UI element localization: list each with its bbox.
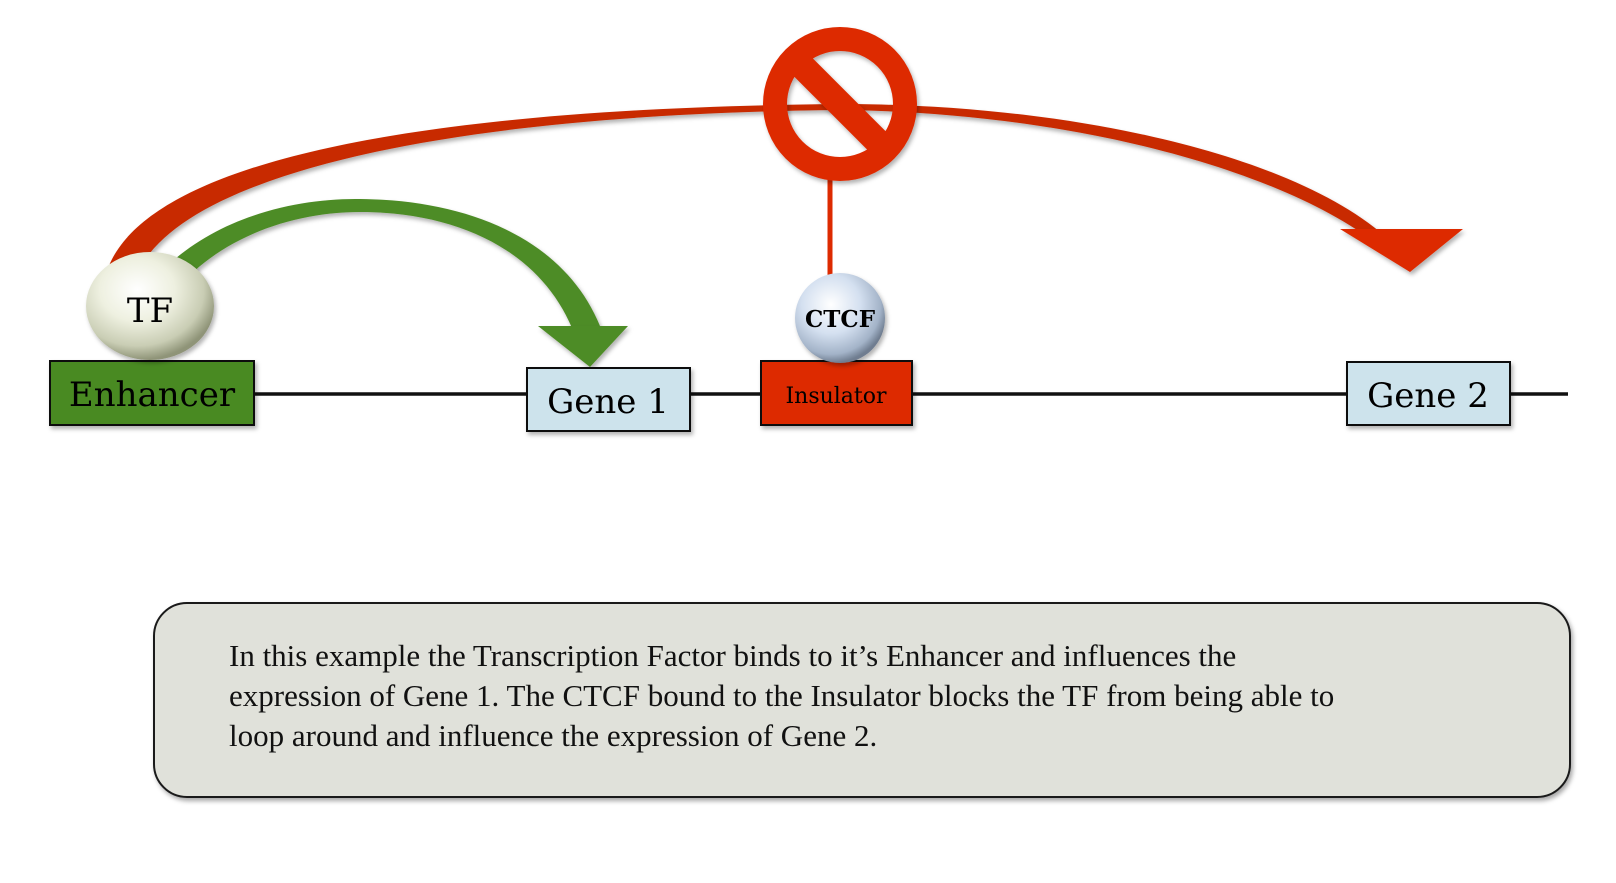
prohibition-icon xyxy=(763,27,917,181)
tf-label: TF xyxy=(127,291,173,331)
insulator-element: Insulator xyxy=(760,360,913,426)
caption-line: loop around and influence the expression… xyxy=(229,718,878,753)
blocked-arrow-to-gene2 xyxy=(108,104,1380,268)
caption-text: In this example the Transcription Factor… xyxy=(229,636,1549,756)
caption-line: expression of Gene 1. The CTCF bound to … xyxy=(229,678,1335,713)
caption-line: In this example the Transcription Factor… xyxy=(229,638,1237,673)
active-arrowhead xyxy=(538,326,628,367)
gene1-element: Gene 1 xyxy=(526,367,691,432)
active-arrow-to-gene1 xyxy=(165,198,600,328)
enhancer-label: Enhancer xyxy=(69,375,236,415)
tf-protein: TF xyxy=(86,252,214,360)
gene2-label: Gene 2 xyxy=(1367,376,1489,416)
ctcf-label: CTCF xyxy=(805,306,876,333)
caption-box: In this example the Transcription Factor… xyxy=(153,602,1571,798)
gene1-label: Gene 1 xyxy=(547,382,669,422)
blocked-arrowhead xyxy=(1340,229,1463,272)
insulator-label: Insulator xyxy=(785,384,887,409)
enhancer-element: Enhancer xyxy=(49,360,255,426)
gene2-element: Gene 2 xyxy=(1346,361,1511,426)
ctcf-protein: CTCF xyxy=(795,273,885,363)
